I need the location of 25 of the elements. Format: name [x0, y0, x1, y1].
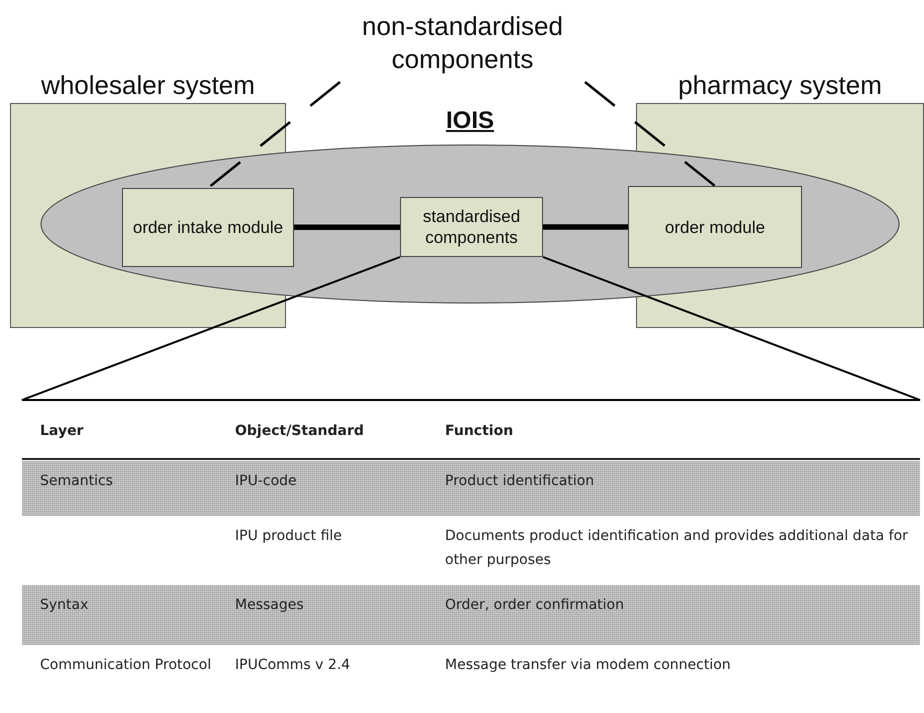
- callout-text: non-standardised components: [361, 10, 564, 76]
- module-box: order intake module: [122, 188, 294, 267]
- ellipse-title: IOIS: [446, 106, 494, 134]
- connector-line: [294, 224, 400, 230]
- table-text: Semantics: [40, 473, 113, 489]
- table-text: IPU-code: [235, 473, 297, 489]
- module-box: order module: [628, 186, 802, 268]
- table-text: Product identification: [445, 473, 594, 489]
- table-text: Documents product identification and provides additional data for other purposes: [445, 528, 908, 568]
- system-heading: pharmacy system: [678, 70, 882, 100]
- module-box: standardised components: [400, 197, 543, 257]
- table-text: Messages: [235, 597, 304, 613]
- leader-line: [207, 81, 341, 189]
- connector-line: [543, 224, 628, 230]
- leader-line: [584, 81, 716, 187]
- column-header: Function: [445, 423, 514, 439]
- table-text: Message transfer via modem connection: [445, 657, 731, 673]
- table-text: Syntax: [40, 597, 88, 613]
- system-heading: wholesaler system: [41, 70, 255, 100]
- table-text: IPUComms v 2.4: [235, 657, 350, 673]
- column-header: Layer: [40, 423, 84, 439]
- table-text: IPU product file: [235, 528, 342, 544]
- column-header: Object/Standard: [235, 423, 364, 439]
- table-text: Communication Protocol: [40, 657, 212, 673]
- table-text: Order, order confirmation: [445, 597, 624, 613]
